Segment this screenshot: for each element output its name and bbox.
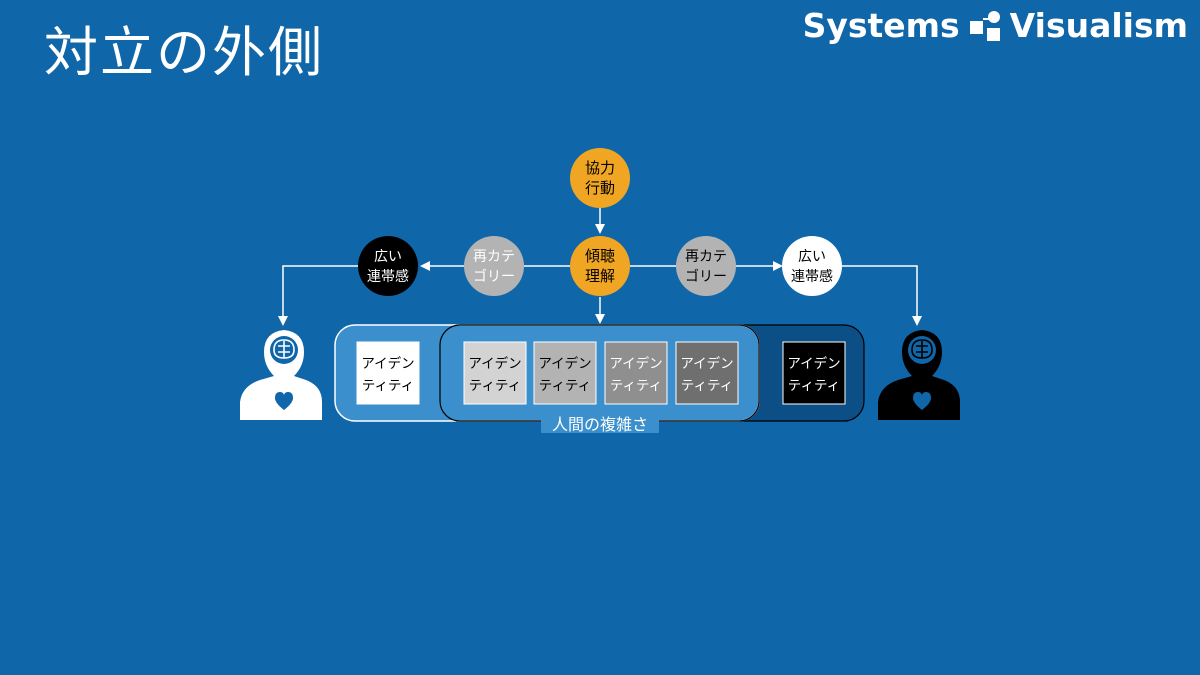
node-solidarity-left-line2: 連帯感	[367, 268, 409, 285]
systems-visualism-logo-icon	[969, 10, 1000, 41]
node-listening-line2: 理解	[585, 267, 615, 285]
node-solidarity-left-line1: 広い	[374, 249, 402, 265]
node-recat-left-line1: 再カテ	[473, 249, 515, 265]
node-solidarity-right-line2: 連帯感	[791, 268, 833, 285]
node-listening: 傾聴 理解	[570, 236, 630, 296]
node-cooperation-line1: 協力	[585, 159, 615, 177]
node-recategorize-left: 再カテ ゴリー	[464, 236, 524, 296]
identity-label-line2: ティティ	[610, 378, 662, 394]
identity-label-line1: アイデン	[787, 355, 840, 372]
identity-label-line2: ティティ	[362, 378, 414, 394]
person-left-icon	[240, 330, 322, 420]
person-right-icon	[878, 330, 960, 420]
node-solidarity-right: 広い 連帯感	[782, 236, 842, 296]
identity-label-line2: ティティ	[681, 378, 733, 394]
caption-human-complexity: 人間の複雑さ	[552, 415, 648, 434]
identity-boxes: アイデンティティアイデンティティアイデンティティアイデンティティアイデンティティ…	[356, 341, 846, 405]
node-solidarity-right-line1: 広い	[798, 249, 826, 265]
caption-background	[541, 413, 659, 433]
node-recat-left-line2: ゴリー	[473, 268, 515, 285]
identity-label-line1: アイデン	[468, 355, 521, 372]
arrow-left-solidarity-to-person	[278, 265, 358, 326]
node-listening-line1: 傾聴	[585, 247, 615, 265]
node-recat-right-line1: 再カテ	[685, 249, 727, 265]
identity-label-line2: ティティ	[469, 378, 521, 394]
identity-label-line1: アイデン	[609, 355, 662, 372]
brand: Systems Visualism	[803, 6, 1188, 45]
node-recategorize-right: 再カテ ゴリー	[676, 236, 736, 296]
arrow-right-solidarity-to-person	[842, 265, 922, 326]
brand-left-text: Systems	[802, 6, 960, 45]
identity-label-line1: アイデン	[680, 355, 733, 372]
identity-label-line1: アイデン	[538, 355, 591, 372]
node-cooperation: 協力 行動	[570, 148, 630, 208]
identity-label-line2: ティティ	[539, 378, 591, 394]
identity-label-line1: アイデン	[361, 355, 414, 372]
brand-right-text: Visualism	[1009, 6, 1188, 45]
node-recat-right-line2: ゴリー	[685, 268, 727, 285]
page-title: 対立の外側	[44, 21, 324, 84]
node-cooperation-line2: 行動	[585, 179, 615, 197]
node-solidarity-left: 広い 連帯感	[358, 236, 418, 296]
identity-label-line2: ティティ	[788, 378, 840, 394]
